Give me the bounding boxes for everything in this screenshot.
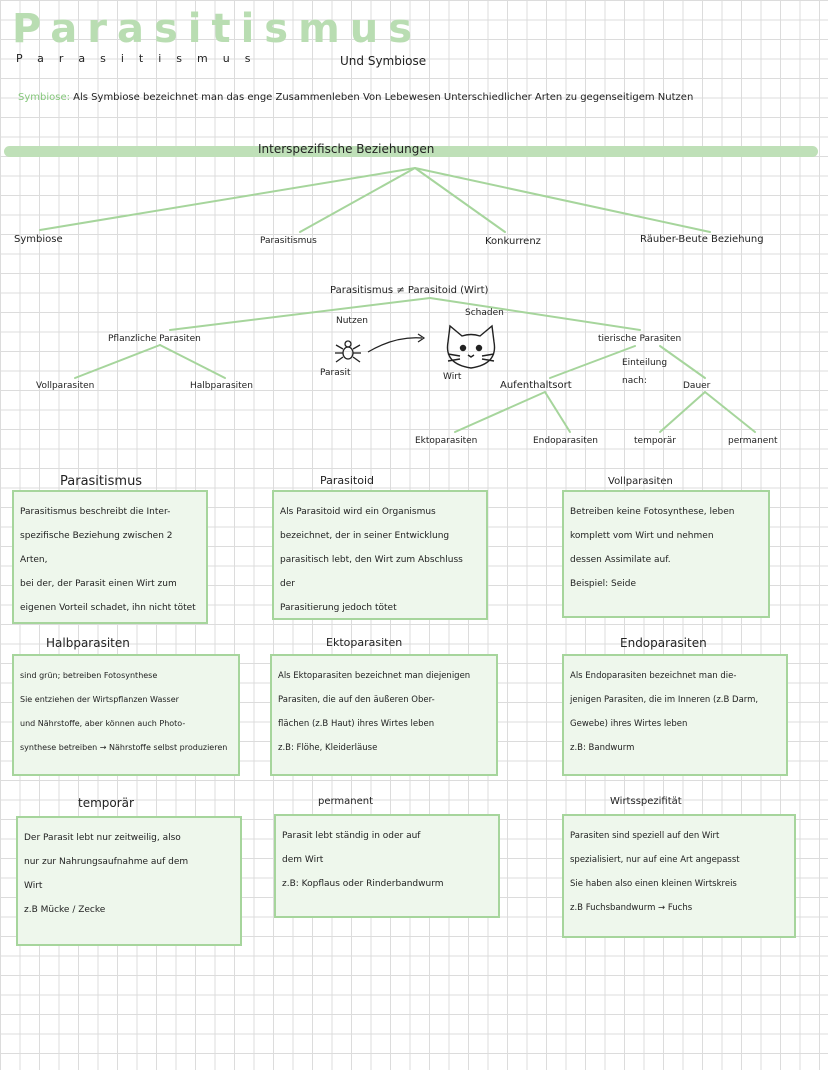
node-dauer: Dauer	[683, 381, 711, 391]
card-line: Beispiel: Seide	[570, 579, 637, 589]
node-tierische-parasiten: tierische Parasiten	[598, 334, 682, 344]
card-title-wirtsspezifitaet: Wirtsspezifität	[610, 796, 682, 807]
card-line: eigenen Vorteil schadet, ihn nicht tötet	[20, 603, 196, 613]
page-title-suffix: Und Symbiose	[340, 54, 427, 68]
card-line: z.B Fuchsbandwurm → Fuchs	[570, 903, 693, 913]
node-endoparasiten: Endoparasiten	[533, 436, 599, 446]
card-title-parasitoid: Parasitoid	[320, 474, 375, 487]
label-nutzen: Nutzen	[336, 316, 368, 326]
card-endoparasiten: Als Endoparasiten bezeichnet man die- je…	[562, 654, 788, 776]
card-line: Als Parasitoid wird ein Organismus	[280, 507, 436, 517]
tree2-root: Parasitismus ≠ Parasitoid (Wirt)	[330, 285, 489, 296]
card-line: Parasitierung jedoch tötet	[280, 603, 397, 613]
node-konkurrenz: Konkurrenz	[485, 236, 541, 247]
cat-icon	[446, 324, 496, 369]
card-title-permanent: permanent	[318, 796, 374, 807]
card-line: z.B: Bandwurm	[570, 743, 635, 753]
green-bar	[4, 146, 818, 157]
node-ektoparasiten: Ektoparasiten	[415, 436, 478, 446]
card-vollparasiten: Betreiben keine Fotosynthese, leben komp…	[562, 490, 770, 618]
label-wirt: Wirt	[443, 372, 462, 382]
card-line: dessen Assimilate auf.	[570, 555, 671, 565]
node-temporaer: temporär	[634, 436, 676, 446]
card-line: parasitisch lebt, den Wirt zum Abschluss…	[280, 555, 463, 589]
card-line: Sie haben also einen kleinen Wirtskreis	[570, 879, 737, 889]
definition-label: Symbiose:	[18, 92, 70, 103]
card-wirtsspezifitaet: Parasiten sind speziell auf den Wirt spe…	[562, 814, 796, 938]
card-line: z.B: Flöhe, Kleiderläuse	[278, 743, 378, 753]
node-parasitismus: Parasitismus	[260, 236, 317, 246]
card-line: Als Endoparasiten bezeichnet man die-	[570, 671, 737, 681]
symbiose-definition: Symbiose: Als Symbiose bezeichnet man da…	[18, 92, 693, 103]
node-permanent: permanent	[728, 436, 778, 446]
card-line: Parasiten, die auf den äußeren Ober-	[278, 695, 435, 705]
card-line: dem Wirt	[282, 855, 324, 865]
card-line: synthese betreiben → Nährstoffe selbst p…	[20, 743, 228, 752]
card-title-temporaer: temporär	[78, 796, 134, 810]
card-line: jenigen Parasiten, die im Inneren (z.B D…	[570, 695, 759, 705]
card-parasitoid: Als Parasitoid wird ein Organismus bezei…	[272, 490, 488, 620]
card-title-ektoparasiten: Ektoparasiten	[326, 636, 403, 649]
card-title-endoparasiten: Endoparasiten	[620, 636, 707, 650]
card-line: spezialisiert, nur auf eine Art angepass…	[570, 855, 740, 865]
node-vollparasiten: Vollparasiten	[36, 381, 95, 391]
card-title-halbparasiten: Halbparasiten	[46, 636, 130, 650]
card-line: komplett vom Wirt und nehmen	[570, 531, 714, 541]
card-line: Sie entziehen der Wirtspflanzen Wasser	[20, 695, 179, 704]
node-raeuber-beute: Räuber-Beute Beziehung	[640, 234, 764, 245]
card-line: Parasit lebt ständig in oder auf	[282, 831, 421, 841]
label-nach: nach:	[622, 376, 647, 386]
tree1-root: Interspezifische Beziehungen	[258, 142, 435, 156]
page-title-small: Parasitismus	[16, 52, 266, 65]
card-halbparasiten: sind grün; betreiben Fotosynthese Sie en…	[12, 654, 240, 776]
node-pflanzliche-parasiten: Pflanzliche Parasiten	[108, 334, 201, 344]
node-symbiose: Symbiose	[14, 234, 63, 245]
card-line: Wirt	[24, 881, 43, 891]
label-einteilung: Einteilung	[622, 358, 668, 368]
card-line: Der Parasit lebt nur zeitweilig, also	[24, 833, 181, 843]
card-permanent: Parasit lebt ständig in oder auf dem Wir…	[274, 814, 500, 918]
card-line: und Nährstoffe, aber können auch Photo-	[20, 719, 186, 728]
card-line: Parasitismus beschreibt die Inter-	[20, 507, 171, 517]
page-title: Parasitismus	[12, 6, 423, 52]
node-halbparasiten: Halbparasiten	[190, 381, 253, 391]
label-parasit: Parasit	[320, 368, 351, 378]
node-aufenthaltsort: Aufenthaltsort	[500, 380, 572, 391]
card-line: nur zur Nahrungsaufnahme auf dem	[24, 857, 189, 867]
definition-text: Als Symbiose bezeichnet man das enge Zus…	[73, 92, 694, 103]
card-line: Als Ektoparasiten bezeichnet man diejeni…	[278, 671, 471, 681]
card-temporaer: Der Parasit lebt nur zeitweilig, also nu…	[16, 816, 242, 946]
card-line: z.B: Kopflaus oder Rinderbandwurm	[282, 879, 444, 889]
card-line: bezeichnet, der in seiner Entwicklung	[280, 531, 450, 541]
label-schaden: Schaden	[465, 308, 504, 318]
card-line: Parasiten sind speziell auf den Wirt	[570, 831, 720, 841]
card-parasitismus: Parasitismus beschreibt die Inter- spezi…	[12, 490, 208, 624]
card-title-vollparasiten: Vollparasiten	[608, 476, 673, 487]
card-line: Gewebe) ihres Wirtes leben	[570, 719, 688, 729]
tick-icon	[335, 340, 361, 363]
card-line: flächen (z.B Haut) ihres Wirtes leben	[278, 719, 435, 729]
card-line: Betreiben keine Fotosynthese, leben	[570, 507, 735, 517]
card-line: spezifische Beziehung zwischen 2 Arten,	[20, 531, 173, 565]
card-line: bei der, der Parasit einen Wirt zum	[20, 579, 177, 589]
card-line: z.B Mücke / Zecke	[24, 905, 106, 915]
card-ektoparasiten: Als Ektoparasiten bezeichnet man diejeni…	[270, 654, 498, 776]
card-title-parasitismus: Parasitismus	[60, 474, 143, 489]
card-line: sind grün; betreiben Fotosynthese	[20, 671, 158, 680]
